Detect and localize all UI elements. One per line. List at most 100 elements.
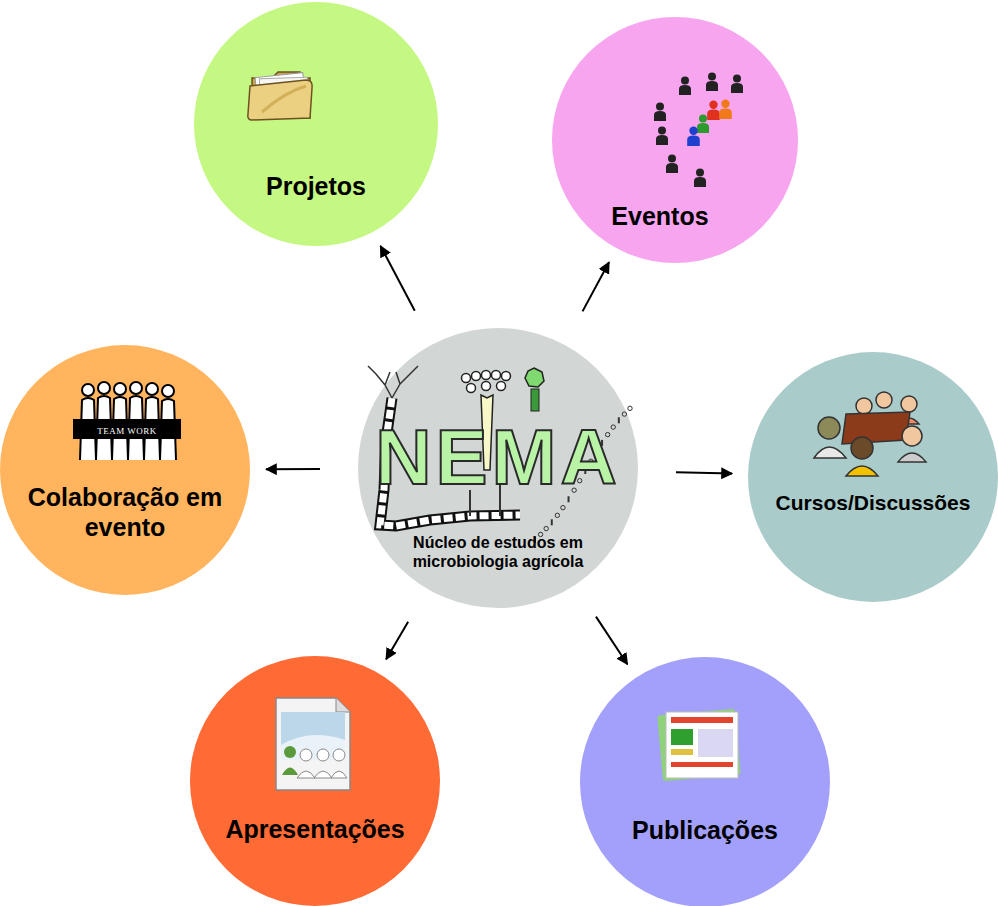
team-work-icon xyxy=(162,385,174,397)
logo-conidiophore xyxy=(502,372,511,381)
logo-conidiophore xyxy=(497,382,506,391)
people-icon xyxy=(666,155,678,174)
publication-icon xyxy=(671,762,733,767)
team-work-icon xyxy=(74,420,180,438)
people-icon xyxy=(707,101,720,120)
topic-circle: Apresentações xyxy=(190,656,440,906)
meeting-icon xyxy=(814,447,846,458)
presentation-icon xyxy=(300,749,312,761)
people-icon xyxy=(694,169,706,188)
people-icon xyxy=(654,73,743,188)
logo-binary-dots xyxy=(555,513,559,517)
presentation-icon xyxy=(297,771,315,778)
people-icon xyxy=(656,127,668,146)
publication-icon xyxy=(671,717,733,723)
logo-virus xyxy=(531,389,539,411)
presentation-icon xyxy=(281,735,345,760)
circle-shape xyxy=(580,657,830,906)
circle-shape xyxy=(190,656,440,906)
people-icon xyxy=(654,103,666,122)
meeting-icon xyxy=(901,396,917,412)
meeting-icon xyxy=(898,453,926,462)
topic-circle: Cursos/Discussões xyxy=(748,352,998,602)
publication-icon xyxy=(657,709,740,782)
publication-icon xyxy=(698,729,733,757)
arrow-connector xyxy=(596,617,627,665)
presentation-icon xyxy=(284,746,296,758)
logo-binary-dots xyxy=(568,496,570,502)
logo-conidiophore xyxy=(482,371,491,380)
team-work-icon xyxy=(74,382,180,460)
meeting-icon xyxy=(876,392,892,408)
presentation-icon xyxy=(317,749,329,761)
team-work-icon xyxy=(82,384,94,396)
publication-icon xyxy=(671,749,693,755)
circle-fill xyxy=(748,352,998,602)
meeting-icon xyxy=(814,392,926,476)
folder-icon xyxy=(262,86,306,112)
circle-fill xyxy=(358,328,638,608)
logo-conidiophore xyxy=(462,374,471,383)
circle-fill xyxy=(190,656,440,906)
presentation-icon xyxy=(314,771,332,778)
logo-conidiophore xyxy=(472,372,481,381)
publication-icon xyxy=(666,712,738,778)
arrow-connector xyxy=(583,262,609,311)
publication-icon xyxy=(657,709,740,782)
center-circle: NEMA Núcleo de estudos em microbiologia a… xyxy=(358,328,638,608)
logo-conidiophore xyxy=(467,384,476,393)
arrow-connector xyxy=(381,246,415,311)
circle-shape xyxy=(194,2,438,246)
presentation-icon xyxy=(333,749,345,761)
circle-fill xyxy=(552,17,798,263)
topic-circle: Eventos xyxy=(552,17,798,263)
meeting-icon xyxy=(851,437,873,459)
topic-circle: Publicações xyxy=(580,657,830,906)
presentation-icon xyxy=(336,698,350,712)
node-title: Projetos xyxy=(216,171,416,201)
meeting-icon xyxy=(842,412,910,444)
topic-circle: Colaboração em evento xyxy=(0,345,250,595)
team-work-icon xyxy=(130,382,142,394)
presentation-icon xyxy=(276,698,350,790)
label-holder: TEAM WORK xyxy=(74,420,180,438)
meeting-icon xyxy=(818,417,840,439)
circle-fill xyxy=(194,2,438,246)
logo-virus xyxy=(525,368,544,411)
circle-shape xyxy=(0,345,250,595)
team-work-icon xyxy=(98,382,110,394)
publication-icon xyxy=(671,729,693,745)
topic-circle: Projetos xyxy=(194,2,438,246)
presentation-icon xyxy=(276,698,350,790)
node-title: Cursos/Discussões xyxy=(755,490,991,515)
team-work-icon xyxy=(114,383,126,395)
meeting-icon xyxy=(902,426,922,446)
logo-conidiophore xyxy=(482,382,491,391)
arrow-connector xyxy=(386,622,408,660)
logo-binary-dots xyxy=(561,505,565,509)
people-icon xyxy=(719,100,732,119)
logo-hyphae xyxy=(368,366,418,398)
node-title: Colaboração em evento xyxy=(25,482,225,542)
logo-binary-dots xyxy=(622,412,626,416)
node-subtitle: Núcleo de estudos em microbiologia agríc… xyxy=(396,533,601,571)
circle-shape xyxy=(748,352,998,602)
team-work-icon xyxy=(146,383,158,395)
banner-text: TEAM WORK xyxy=(97,426,157,436)
circle-fill xyxy=(0,345,250,595)
meeting-icon xyxy=(856,398,872,414)
people-icon xyxy=(731,75,743,94)
people-icon xyxy=(679,77,691,96)
presentation-icon xyxy=(282,768,298,776)
circle-fill xyxy=(580,657,830,906)
meeting-icon xyxy=(846,466,878,476)
logo-binary-dots xyxy=(551,519,553,525)
node-title: Eventos xyxy=(560,201,760,231)
logo-binary-dots xyxy=(544,526,548,530)
node-title: Publicações xyxy=(590,815,820,845)
folder-icon xyxy=(248,80,312,120)
people-icon xyxy=(706,73,718,92)
logo-text: NEMA xyxy=(368,418,628,496)
